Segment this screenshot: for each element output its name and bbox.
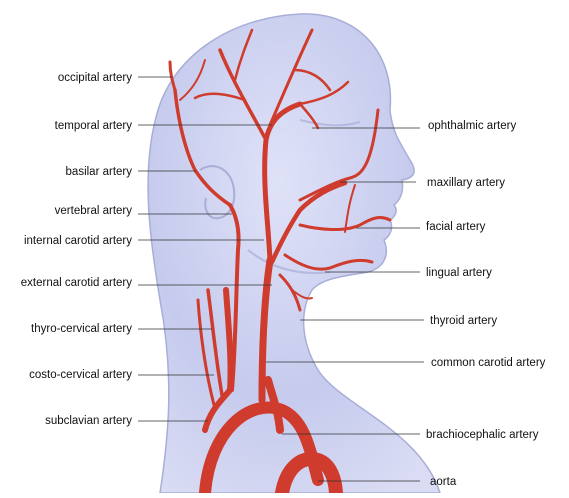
temporal-vessel bbox=[218, 48, 268, 142]
external-carotid-vessel bbox=[269, 180, 348, 265]
label-subclavian-artery: subclavian artery bbox=[45, 415, 132, 427]
label-aorta: aorta bbox=[430, 476, 457, 488]
occipital-vessel bbox=[168, 60, 177, 92]
ophthalmic-vessel bbox=[298, 102, 320, 130]
face-contour bbox=[299, 119, 361, 127]
common-carotid-vessel bbox=[258, 256, 274, 404]
temporal-branch-f bbox=[179, 59, 206, 101]
facial-branch bbox=[344, 184, 356, 233]
jaw-contour bbox=[247, 249, 331, 274]
internal-carotid-vessel bbox=[262, 101, 303, 263]
temporal-branch-e bbox=[298, 80, 350, 106]
label-brachiocephalic-artery: brachiocephalic artery bbox=[426, 429, 539, 441]
facial-vessel bbox=[298, 216, 392, 231]
label-thyroid-artery: thyroid artery bbox=[430, 315, 497, 327]
thyroid-branch bbox=[291, 289, 313, 300]
costo-cervical-vessel bbox=[196, 298, 216, 407]
label-thyro-cervical-artery: thyro-cervical artery bbox=[31, 323, 132, 335]
temporal-branch-c bbox=[268, 28, 314, 127]
label-facial-artery: facial artery bbox=[426, 221, 486, 233]
label-internal-carotid-artery: internal carotid artery bbox=[24, 235, 132, 247]
vertebral-vessel bbox=[228, 203, 241, 392]
label-temporal-artery: temporal artery bbox=[55, 120, 133, 132]
label-ophthalmic-artery: ophthalmic artery bbox=[428, 120, 516, 132]
label-maxillary-artery: maxillary artery bbox=[427, 177, 505, 189]
brachiocephalic-vessel bbox=[264, 376, 284, 434]
temporal-branch-a bbox=[193, 92, 247, 102]
lingual-vessel bbox=[283, 253, 374, 271]
label-common-carotid-artery: common carotid artery bbox=[431, 357, 546, 369]
aorta-base bbox=[275, 452, 343, 498]
label-vertebral-artery: vertebral artery bbox=[55, 205, 133, 217]
temporal-branch-b bbox=[233, 28, 254, 82]
temporal-branch-d bbox=[293, 68, 332, 92]
label-lingual-artery: lingual artery bbox=[426, 267, 492, 279]
subclavian-vessel bbox=[202, 287, 234, 433]
thyro-cervical-vessel bbox=[206, 288, 224, 397]
ear-shape bbox=[199, 165, 236, 220]
maxillary-vessel bbox=[298, 108, 380, 202]
label-external-carotid-artery: external carotid artery bbox=[21, 277, 132, 289]
basilar-vessel bbox=[173, 88, 232, 207]
head-silhouette bbox=[147, 13, 442, 494]
label-costo-cervical-artery: costo-cervical artery bbox=[29, 369, 132, 381]
label-occipital-artery: occipital artery bbox=[58, 72, 132, 84]
label-basilar-artery: basilar artery bbox=[66, 166, 133, 178]
